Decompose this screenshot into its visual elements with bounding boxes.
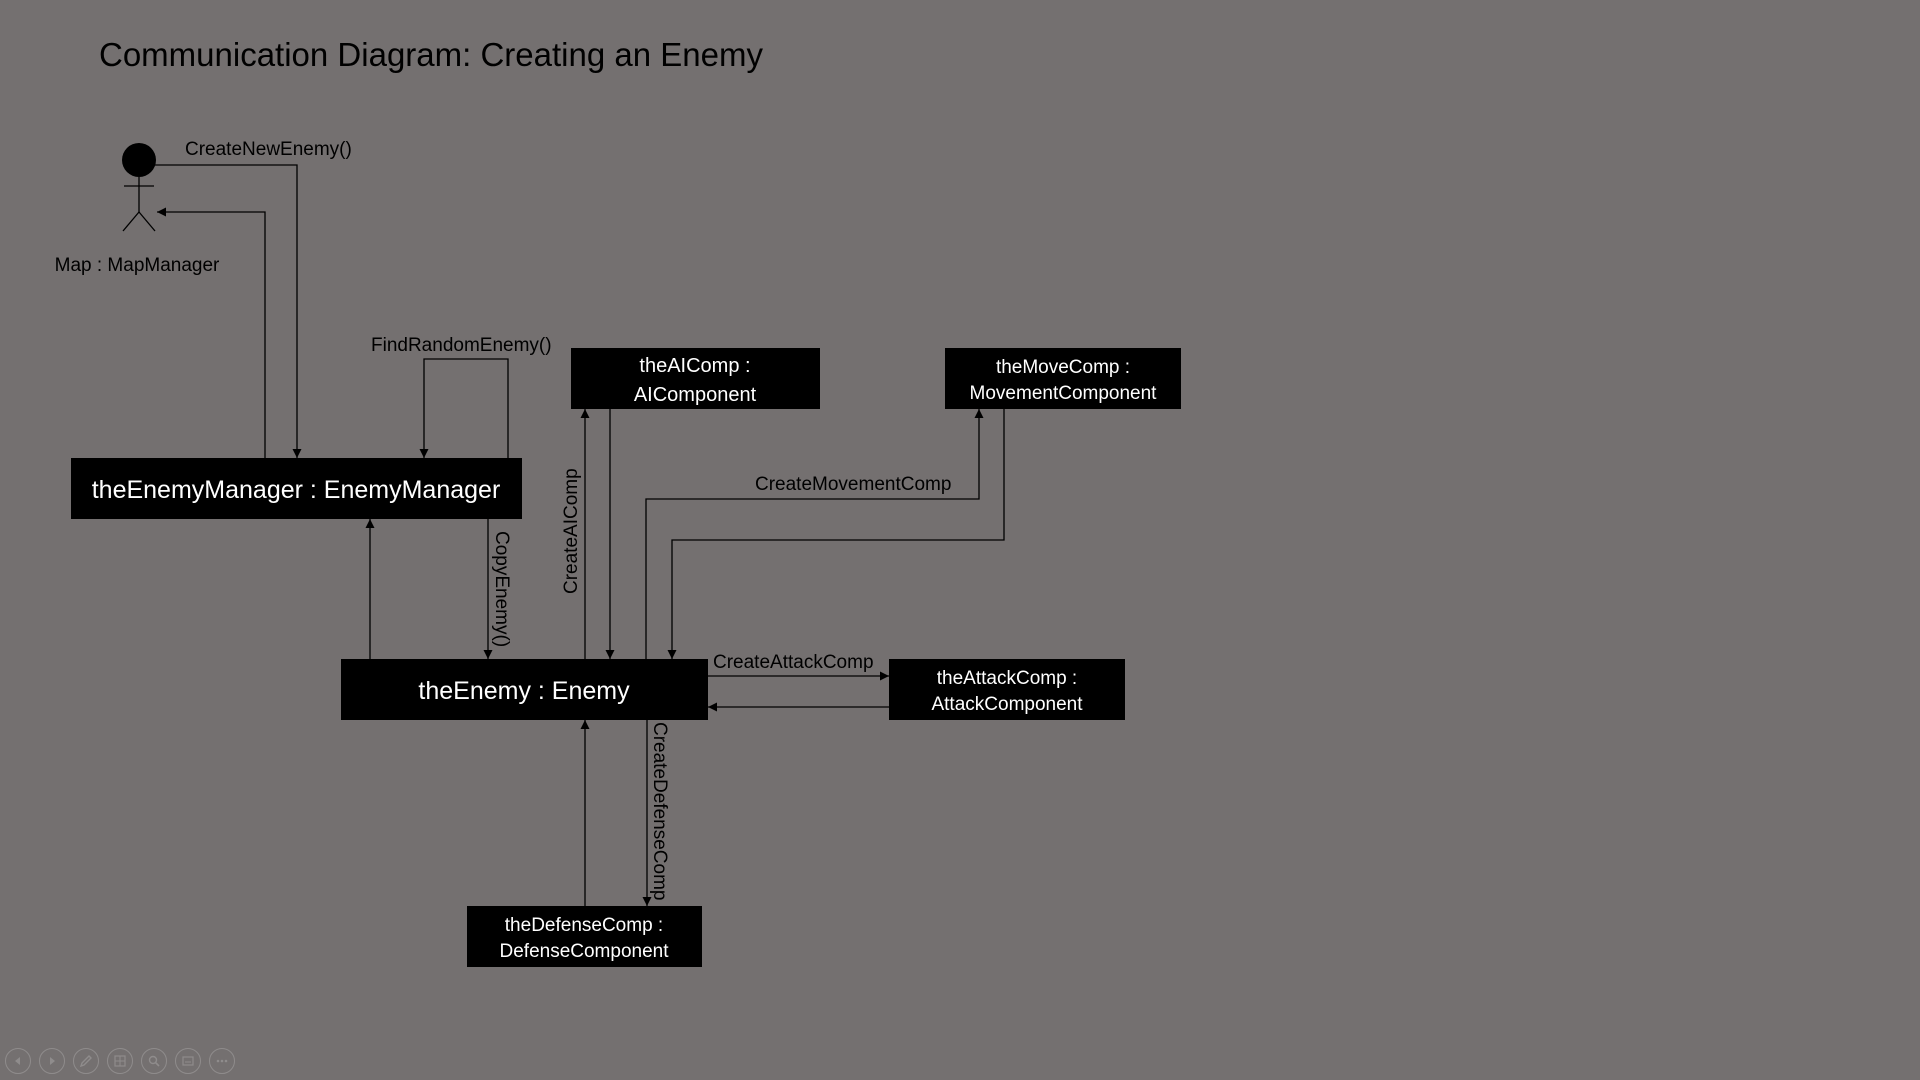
move-comp-label-line2: MovementComponent xyxy=(970,383,1158,404)
attack-comp-label-line1: theAttackComp : xyxy=(937,668,1077,689)
subtitles-button[interactable] xyxy=(175,1048,201,1074)
next-slide-button[interactable] xyxy=(39,1048,65,1074)
zoom-button[interactable] xyxy=(141,1048,167,1074)
slides-icon xyxy=(114,1055,126,1067)
more-icon xyxy=(216,1059,228,1063)
find-random-enemy-label: FindRandomEnemy() xyxy=(371,335,552,356)
actor-right-leg xyxy=(138,211,156,232)
ai-comp-label-line1: theAIComp : xyxy=(639,355,750,377)
defense-comp-box xyxy=(467,906,702,967)
next-icon xyxy=(50,1057,55,1065)
find-random-enemy-arrow xyxy=(419,358,509,458)
defense-comp-label-line2: DefenseComponent xyxy=(500,941,670,962)
enemy-manager-label: theEnemyManager : EnemyManager xyxy=(92,476,501,504)
pen-button[interactable] xyxy=(73,1048,99,1074)
slide-title: Communication Diagram: Creating an Enemy xyxy=(99,36,763,73)
enemy-box xyxy=(341,659,708,720)
create-new-enemy-label: CreateNewEnemy() xyxy=(185,139,352,160)
attack-comp-label-line2: AttackComponent xyxy=(931,694,1083,715)
actor-left-leg xyxy=(122,211,140,232)
create-movement-comp-arrow xyxy=(645,409,984,659)
pen-icon xyxy=(79,1055,92,1068)
defense-comp-label-line1: theDefenseComp : xyxy=(505,915,663,936)
enemy-manager-box xyxy=(71,458,522,519)
move-comp-box xyxy=(945,348,1181,409)
create-movement-comp-label: CreateMovementComp xyxy=(755,474,951,495)
actor-stick-figure xyxy=(122,143,156,232)
ai-comp-box xyxy=(571,348,820,409)
subtitles-icon xyxy=(182,1056,194,1066)
create-ai-comp-label: CreateAIComp xyxy=(561,468,582,594)
ai-comp-label-line2: AIComponent xyxy=(634,384,757,406)
create-defense-comp-label: CreateDefenseComp xyxy=(649,722,670,900)
enemy-label: theEnemy : Enemy xyxy=(418,677,630,705)
zoom-icon xyxy=(148,1055,160,1067)
more-options-button[interactable] xyxy=(209,1048,235,1074)
slideshow-toolbar xyxy=(5,1048,235,1074)
actor-label: Map : MapManager xyxy=(55,255,220,276)
create-new-enemy-arrow xyxy=(155,164,302,458)
move-comp-return-arrow xyxy=(667,409,1005,659)
previous-slide-button[interactable] xyxy=(5,1048,31,1074)
actor-head xyxy=(122,143,156,177)
return-to-map-arrow xyxy=(157,207,266,458)
copy-enemy-label: CopyEnemy() xyxy=(491,531,512,647)
see-all-slides-button[interactable] xyxy=(107,1048,133,1074)
attack-comp-box xyxy=(889,659,1125,720)
previous-icon xyxy=(15,1057,20,1065)
create-attack-comp-label: CreateAttackComp xyxy=(713,652,874,673)
move-comp-label-line1: theMoveComp : xyxy=(996,357,1130,378)
